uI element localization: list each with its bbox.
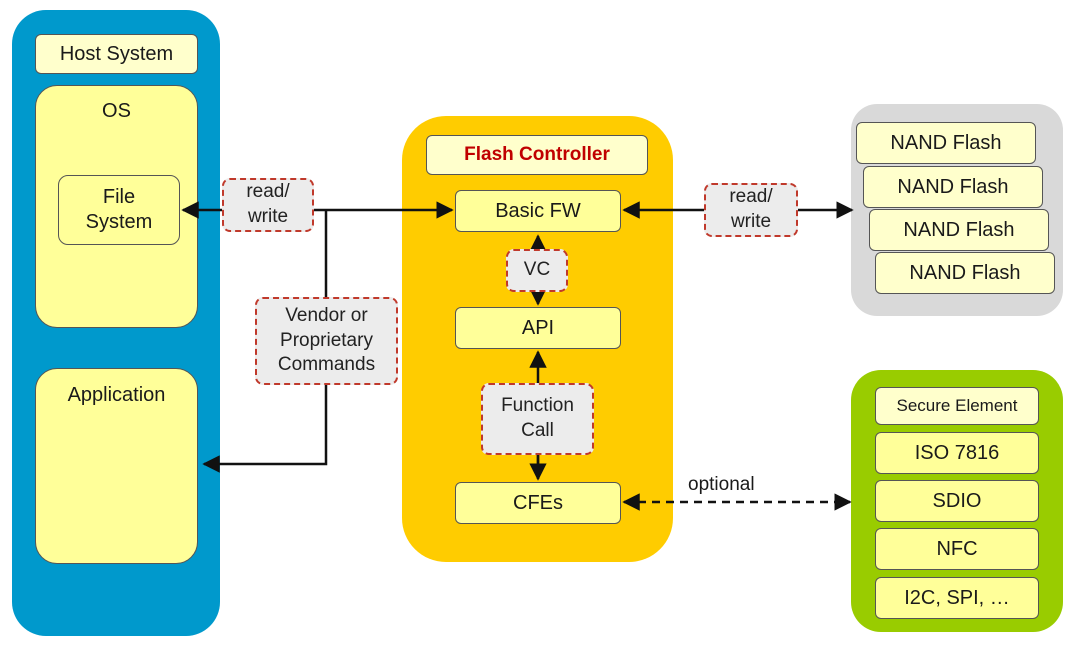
- secure-element-title: Secure Element: [875, 387, 1039, 425]
- sdio-box: SDIO: [875, 480, 1039, 522]
- application-box: [35, 368, 198, 564]
- nand-flash-1: NAND Flash: [856, 122, 1036, 164]
- api-box: API: [455, 307, 621, 349]
- os-label: OS: [102, 100, 131, 122]
- file-system-box: File System: [58, 175, 180, 245]
- function-call-label: Function Call: [481, 383, 594, 455]
- i2c-spi-box: I2C, SPI, …: [875, 577, 1039, 619]
- read-write-label-right: read/ write: [704, 183, 798, 237]
- nand-flash-4: NAND Flash: [875, 252, 1055, 294]
- host-system-title: Host System: [35, 34, 198, 74]
- basic-fw-box: Basic FW: [455, 190, 621, 232]
- vendor-command-path: [202, 210, 328, 473]
- nfc-box: NFC: [875, 528, 1039, 570]
- application-label: Application: [67, 384, 166, 406]
- optional-label: optional: [688, 474, 755, 495]
- nand-flash-3: NAND Flash: [869, 209, 1049, 251]
- cfes-box: CFEs: [455, 482, 621, 524]
- iso-7816-box: ISO 7816: [875, 432, 1039, 474]
- vc-label: VC: [506, 249, 568, 292]
- read-write-label-left: read/ write: [222, 178, 314, 232]
- flash-controller-title: Flash Controller: [426, 135, 648, 175]
- nand-flash-2: NAND Flash: [863, 166, 1043, 208]
- vendor-commands-label: Vendor or Proprietary Commands: [255, 297, 398, 385]
